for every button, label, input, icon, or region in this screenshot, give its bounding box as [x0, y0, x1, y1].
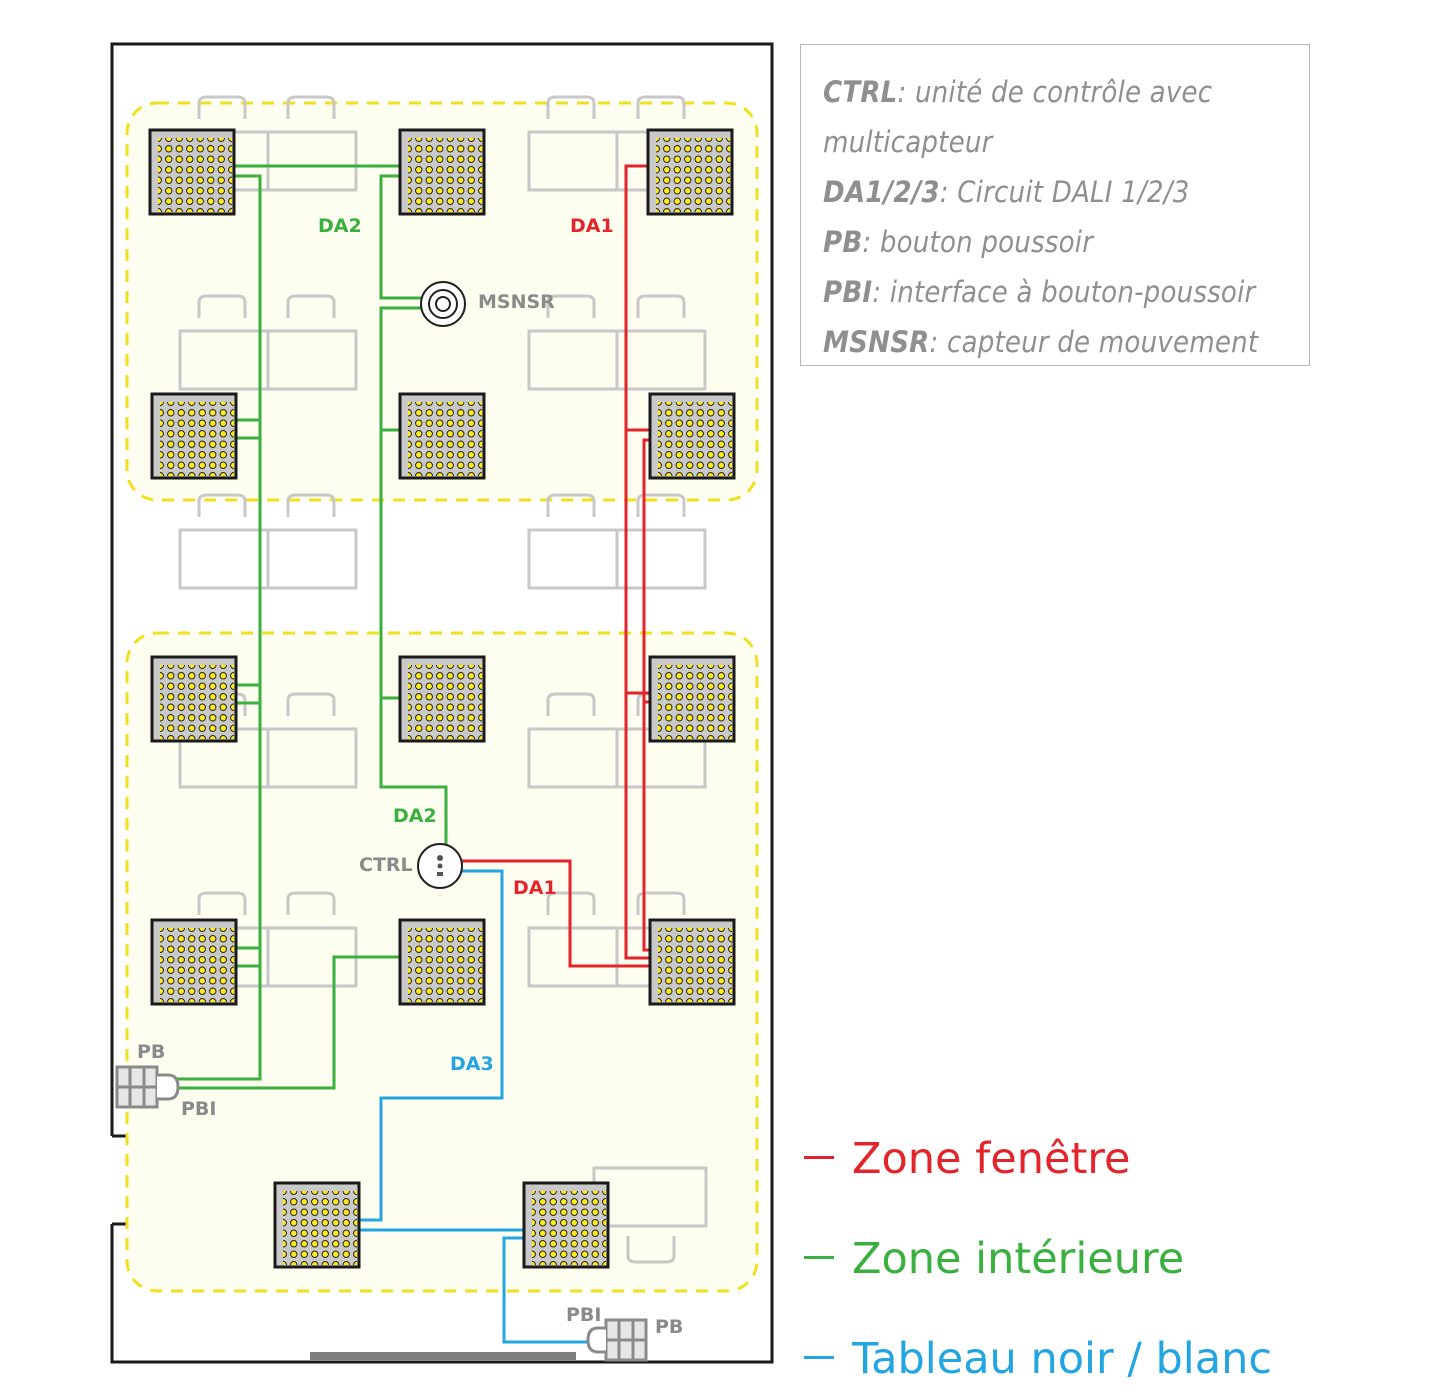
led-panel-icon [273, 1181, 361, 1269]
motion-sensor-icon [420, 281, 466, 327]
led-panel-icon [522, 1181, 610, 1269]
led-panel-icon [648, 392, 736, 480]
legend-line: multicapteur [823, 125, 993, 159]
zone-legend-board: Tableau noir / blanc [804, 1338, 1272, 1381]
circuit-da3 [358, 869, 590, 1344]
led-panel-icon [648, 655, 736, 743]
control-unit-icon [417, 843, 463, 889]
label-da2-mid: DA2 [393, 805, 437, 827]
label-ctrl: CTRL [359, 854, 413, 876]
legend-line: PB: bouton poussoir [823, 225, 1094, 259]
led-panel-icon [646, 128, 734, 216]
zone-legend-interior: Zone intérieure [804, 1238, 1184, 1281]
led-panel-icon [648, 918, 736, 1006]
label-pb-bottom: PB [655, 1316, 683, 1338]
led-panel-icon [398, 128, 486, 216]
push-button-icon [115, 1065, 180, 1109]
board-bar [310, 1352, 576, 1360]
label-msnsr: MSNSR [478, 291, 555, 313]
label-da1-mid: DA1 [513, 877, 557, 899]
led-panel-icon [150, 918, 238, 1006]
legend-line: MSNSR: capteur de mouvement [823, 325, 1259, 359]
abbreviation-legend: CTRL: unité de contrôle avec multicapteu… [800, 44, 1310, 366]
led-panel-icon [150, 392, 238, 480]
push-button-icon [586, 1318, 648, 1362]
circuit-da2 [172, 164, 448, 1090]
legend-line: CTRL: unité de contrôle avec [823, 75, 1213, 109]
legend-line: DA1/2/3: Circuit DALI 1/2/3 [823, 175, 1190, 209]
zone-legend-window: Zone fenêtre [804, 1138, 1131, 1181]
dash-icon [804, 1256, 834, 1259]
led-panel-icon [150, 655, 238, 743]
legend-line: PBI: interface à bouton-poussoir [823, 275, 1256, 309]
dash-icon [804, 1156, 834, 1159]
led-panel-icon [398, 392, 486, 480]
label-pbi-bottom: PBI [566, 1304, 601, 1326]
label-pbi-left: PBI [181, 1098, 216, 1120]
label-da2-top: DA2 [318, 215, 362, 237]
led-panel-icon [398, 655, 486, 743]
led-panel-icon [398, 918, 486, 1006]
label-da1-top: DA1 [570, 215, 614, 237]
dash-icon [804, 1356, 834, 1359]
label-pb-left: PB [137, 1041, 165, 1063]
led-panel-icon [148, 128, 236, 216]
circuit-da1 [462, 164, 652, 968]
label-da3: DA3 [450, 1053, 494, 1075]
